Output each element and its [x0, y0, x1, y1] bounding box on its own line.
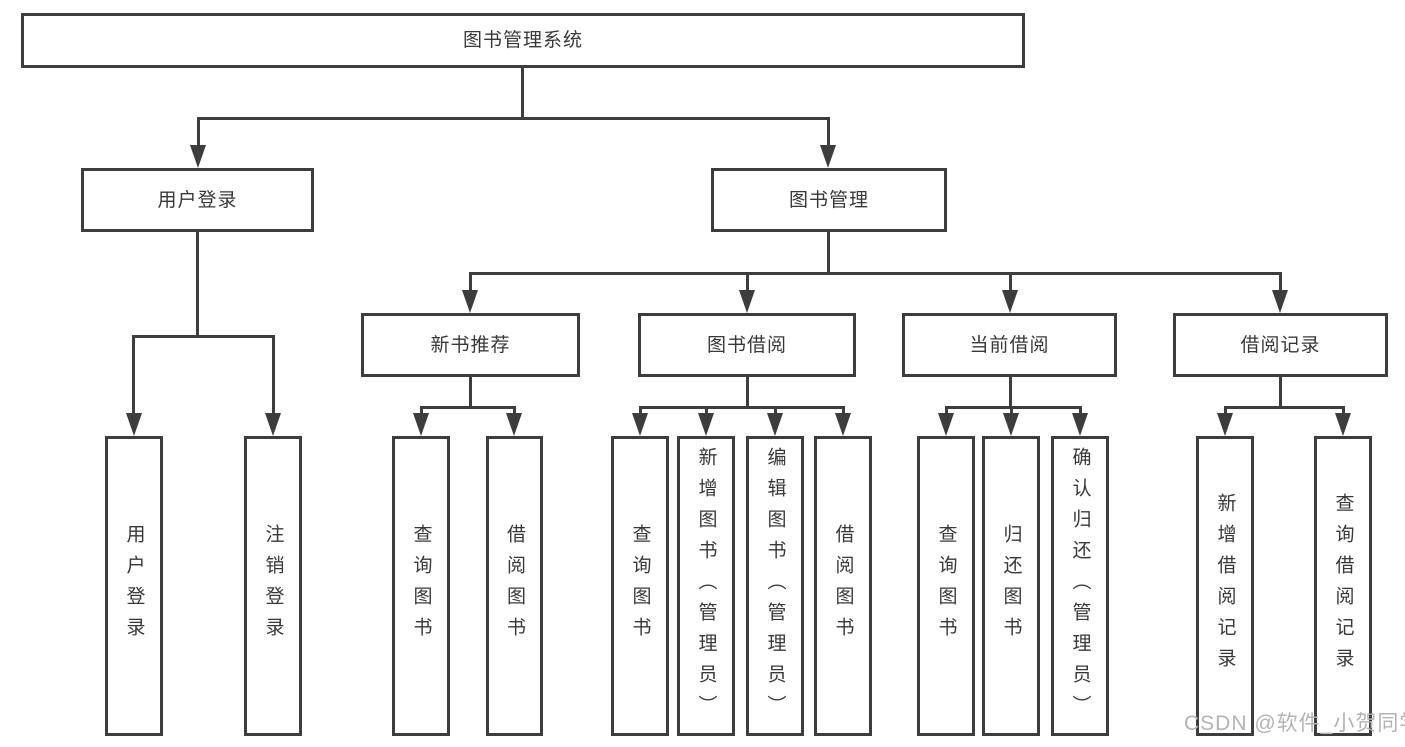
node-label: 新书推荐	[430, 334, 511, 356]
connector-drop	[469, 272, 472, 292]
connector-book-borrow-hline	[639, 406, 844, 409]
node-label: 确认归还（管理员）	[1069, 446, 1091, 726]
node-current-borrow: 当前借阅	[902, 313, 1117, 377]
arrow-down-icon	[1335, 413, 1351, 436]
node-label: 新增图书（管理员）	[695, 446, 717, 726]
arrow-down-icon	[1003, 413, 1019, 436]
connector-borrow-records-stem	[1279, 377, 1282, 408]
leaf-add-borrow-record: 新增借阅记录	[1196, 436, 1254, 736]
connector-book-mgmt-hline	[469, 272, 1282, 275]
arrow-down-icon	[698, 413, 714, 436]
connector-drop	[1279, 272, 1282, 292]
node-label: 查询图书	[935, 524, 957, 648]
leaf-confirm-return-admin: 确认归还（管理员）	[1051, 436, 1109, 736]
watermark: CSDN @软件_小贺同学	[1184, 712, 1405, 735]
leaf-edit-book-admin: 编辑图书（管理员）	[746, 436, 804, 736]
node-label: 图书管理	[788, 189, 869, 211]
connector-drop	[1010, 406, 1013, 415]
arrow-down-icon	[767, 413, 783, 436]
node-borrow-records: 借阅记录	[1173, 313, 1388, 377]
connector-drop	[774, 406, 777, 415]
node-label: 图书借阅	[706, 334, 787, 356]
arrow-down-icon	[462, 290, 478, 313]
connector-book-borrow-stem	[746, 377, 749, 408]
leaf-borrow-books-2: 借阅图书	[814, 436, 872, 736]
node-label: 借阅记录	[1240, 334, 1321, 356]
node-label: 新增借阅记录	[1214, 493, 1236, 679]
leaf-query-books-1: 查询图书	[392, 436, 450, 736]
leaf-query-books-3: 查询图书	[917, 436, 975, 736]
node-label: 图书管理系统	[462, 30, 583, 51]
arrow-down-icon	[506, 413, 522, 436]
node-label: 编辑图书（管理员）	[764, 446, 786, 726]
arrow-down-icon	[190, 145, 206, 168]
connector-drop	[197, 117, 200, 147]
connector-drop	[132, 335, 135, 415]
connector-current-borrow-stem	[1009, 377, 1012, 408]
arrow-down-icon	[1272, 290, 1288, 313]
connector-drop	[513, 406, 516, 415]
connector-user-login-stem	[196, 232, 199, 338]
connector-drop	[705, 406, 708, 415]
connector-drop	[639, 406, 642, 415]
connector-drop	[1224, 406, 1227, 415]
node-label: 借阅图书	[504, 524, 525, 648]
leaf-borrow-books-1: 借阅图书	[486, 436, 543, 736]
arrow-down-icon	[632, 413, 648, 436]
node-label: 用户登录	[157, 189, 238, 211]
connector-new-book-stem	[469, 377, 472, 408]
arrow-down-icon	[413, 413, 429, 436]
node-label: 归还图书	[1000, 524, 1022, 648]
arrow-down-icon	[1217, 413, 1233, 436]
leaf-user-login: 用户登录	[105, 436, 163, 736]
connector-drop	[1079, 406, 1082, 415]
node-label: 查询图书	[629, 524, 651, 648]
connector-book-mgmt-stem	[827, 232, 830, 274]
node-label: 借阅图书	[832, 524, 854, 648]
connector-drop	[272, 335, 275, 415]
node-label: 查询借阅记录	[1332, 493, 1354, 679]
connector-root-hline	[197, 117, 830, 120]
node-label: 注销登录	[262, 524, 284, 648]
connector-user-login-hline	[132, 335, 275, 338]
arrow-down-icon	[835, 413, 851, 436]
connector-drop	[827, 117, 830, 147]
arrow-down-icon	[1002, 290, 1018, 313]
node-new-book-recommend: 新书推荐	[361, 313, 580, 377]
leaf-query-borrow-record: 查询借阅记录	[1314, 436, 1372, 736]
leaf-add-book-admin: 新增图书（管理员）	[677, 436, 735, 736]
node-user-login: 用户登录	[81, 168, 314, 232]
arrow-down-icon	[126, 413, 142, 436]
arrow-down-icon	[938, 413, 954, 436]
leaf-query-books-2: 查询图书	[611, 436, 669, 736]
connector-root-stem	[521, 68, 524, 118]
connector-drop	[842, 406, 845, 415]
node-label: 当前借阅	[969, 334, 1050, 356]
arrow-down-icon	[1072, 413, 1088, 436]
connector-current-borrow-hline	[945, 406, 1081, 409]
connector-new-book-hline	[420, 406, 516, 409]
connector-drop	[420, 406, 423, 415]
node-label: 查询图书	[410, 524, 432, 648]
arrow-down-icon	[265, 413, 281, 436]
node-label: 用户登录	[123, 524, 145, 648]
leaf-return-book: 归还图书	[982, 436, 1040, 736]
node-book-management: 图书管理	[711, 168, 947, 232]
arrow-down-icon	[820, 145, 836, 168]
connector-drop	[1342, 406, 1345, 415]
node-book-borrow: 图书借阅	[638, 313, 856, 377]
connector-borrow-records-hline	[1224, 406, 1345, 409]
connector-drop	[1009, 272, 1012, 292]
connector-drop	[746, 272, 749, 292]
leaf-logout: 注销登录	[244, 436, 302, 736]
arrow-down-icon	[739, 290, 755, 313]
node-library-system: 图书管理系统	[21, 13, 1025, 68]
connector-drop	[945, 406, 948, 415]
